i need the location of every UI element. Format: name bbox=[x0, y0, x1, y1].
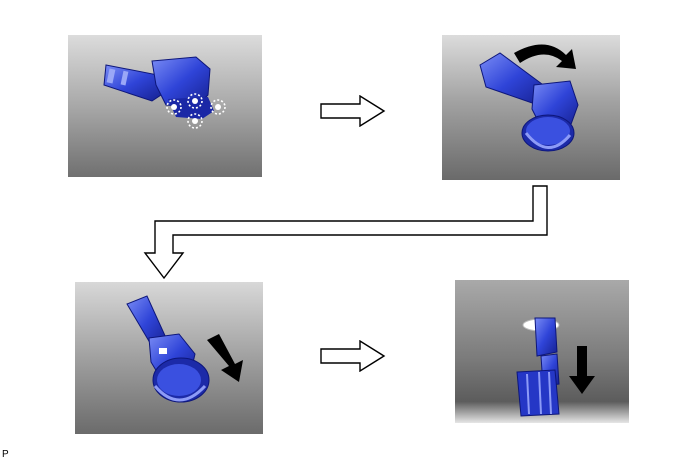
step-2-illustration bbox=[442, 35, 620, 180]
sensor-part bbox=[126, 295, 210, 403]
pull-down-arrow bbox=[569, 346, 595, 394]
flow-arrow-elbow bbox=[143, 185, 548, 280]
flow-arrow-right bbox=[320, 95, 386, 127]
panel-background bbox=[442, 35, 620, 180]
claw-marker bbox=[187, 93, 203, 109]
flow-arrow-right bbox=[320, 340, 386, 372]
step-1-panel bbox=[68, 35, 262, 177]
step-2-panel bbox=[442, 35, 620, 180]
panel-background bbox=[68, 35, 262, 177]
sensor-part bbox=[516, 317, 560, 417]
claw-marker bbox=[187, 113, 203, 129]
step-3-panel bbox=[75, 282, 263, 434]
step-4-panel bbox=[455, 280, 629, 423]
rotate-arrow bbox=[207, 334, 243, 382]
step-1-illustration bbox=[68, 35, 262, 177]
step-3-illustration bbox=[75, 282, 263, 434]
claw-markers bbox=[166, 93, 226, 129]
claw-marker bbox=[166, 99, 182, 115]
step-4-illustration bbox=[455, 280, 629, 423]
claw-marker bbox=[210, 99, 226, 115]
rotate-arrow bbox=[514, 44, 576, 69]
sensor-part bbox=[479, 52, 579, 152]
figure-code-label: P bbox=[2, 449, 9, 460]
